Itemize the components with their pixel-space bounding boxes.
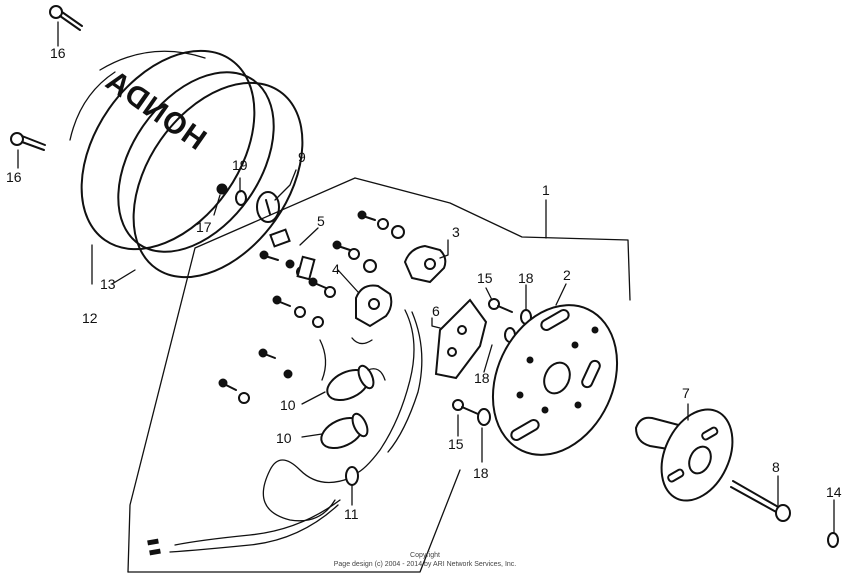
callout-17: 17 — [196, 219, 212, 235]
screw-set-4 — [308, 277, 336, 298]
contact-breaker-4 — [351, 284, 393, 345]
callout-8: 8 — [772, 459, 780, 475]
bolt-15-upper — [488, 298, 513, 313]
wire-terminals — [147, 538, 161, 556]
callout-7: 7 — [682, 385, 690, 401]
advancer-7 — [634, 408, 734, 502]
condenser-10-lower — [320, 412, 369, 450]
gasket-ring — [132, 81, 304, 279]
callout-3: 3 — [452, 224, 460, 240]
callout-14: 14 — [826, 484, 842, 500]
callout-18-middle: 18 — [474, 370, 490, 386]
wiring-harness — [169, 309, 423, 553]
screw-set-3 — [259, 250, 316, 281]
callout-12: 12 — [82, 310, 98, 326]
screw-set-6 — [258, 348, 293, 379]
stator-plate-2 — [491, 304, 619, 456]
assembly-outline — [127, 177, 631, 573]
copyright-notice: Copyright Page design (c) 2004 - 2014 by… — [334, 552, 517, 568]
bolt-15-lower — [452, 399, 479, 415]
clip-5 — [269, 228, 291, 248]
callout-16-left: 16 — [6, 169, 22, 185]
callout-18-upper: 18 — [518, 270, 534, 286]
callout-labels: 16 16 12 13 17 19 9 5 4 3 1 2 6 15 18 18… — [6, 45, 842, 522]
base-plate-6 — [434, 298, 488, 380]
callout-10-lower: 10 — [276, 430, 292, 446]
callout-9: 9 — [298, 149, 306, 165]
screw-set-7 — [218, 378, 250, 404]
nut-17 — [216, 183, 228, 195]
cover-logo: HONDA — [99, 64, 212, 157]
contact-breaker-3 — [403, 244, 447, 284]
callout-10-upper: 10 — [280, 397, 296, 413]
callout-2: 2 — [563, 267, 571, 283]
callout-6: 6 — [432, 303, 440, 319]
screw-16-top — [49, 5, 83, 31]
callout-5: 5 — [317, 213, 325, 229]
copyright-line-1: Copyright — [410, 552, 440, 559]
plug-9 — [256, 191, 280, 223]
bolt-8 — [730, 480, 791, 522]
screw-set-2 — [332, 240, 377, 273]
callout-16-top: 16 — [50, 45, 66, 61]
callout-1: 1 — [542, 182, 550, 198]
screw-16-left — [10, 132, 46, 151]
callout-15-lower: 15 — [448, 436, 464, 452]
callout-19: 19 — [232, 157, 248, 173]
washer-18-lower — [477, 408, 491, 426]
copyright-line-2: Page design (c) 2004 - 2014 by ARI Netwo… — [334, 561, 517, 568]
washer-19 — [235, 190, 247, 206]
callout-11: 11 — [344, 506, 359, 522]
callout-4: 4 — [332, 261, 340, 277]
condenser-10-upper — [326, 364, 386, 402]
oring-14 — [827, 532, 839, 548]
grommet-11 — [345, 466, 359, 486]
callout-18-lower: 18 — [473, 465, 489, 481]
point-cover: HONDA — [69, 49, 275, 253]
screw-set-upper — [357, 210, 405, 239]
callout-13: 13 — [100, 276, 116, 292]
screw-set-5 — [272, 295, 324, 328]
leader-lines — [17, 21, 835, 534]
callout-15-upper: 15 — [477, 270, 493, 286]
